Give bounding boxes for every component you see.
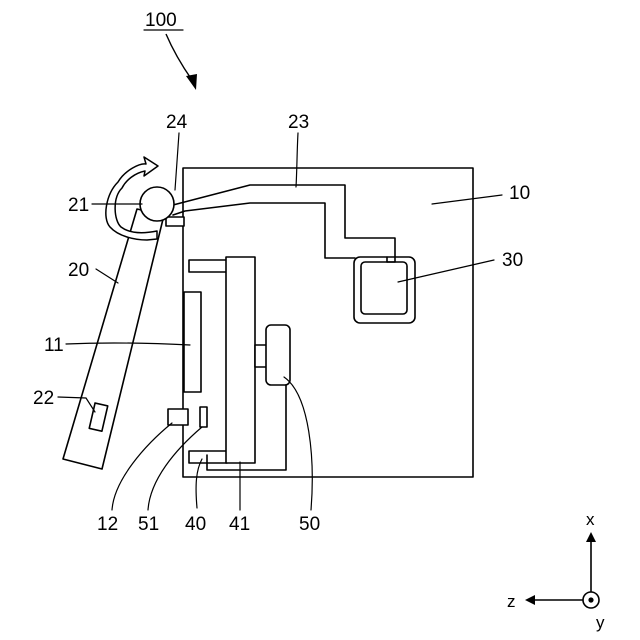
hinge-cap [166,217,184,226]
leader-12 [112,423,172,510]
leader-24 [175,133,179,190]
label-23: 23 [288,112,309,133]
label-22: 22 [33,388,54,409]
axis-label-x: x [586,510,595,529]
module-inner [361,262,407,314]
label-51: 51 [138,514,159,535]
label-11: 11 [44,335,64,356]
tab-top [189,260,227,272]
label-30: 30 [502,250,523,271]
y-axis-dot [588,597,593,602]
cover [63,209,164,469]
label-40: 40 [185,514,206,535]
label-50: 50 [299,514,320,535]
label-24: 24 [166,112,188,133]
axis-label-y: y [596,613,605,632]
figure-number: 100 [145,10,177,31]
hinge [140,187,174,221]
tab-bottom [189,451,227,463]
label-41: 41 [229,514,250,535]
side-component [184,292,201,392]
board [226,257,255,463]
figure-arrowhead [186,74,197,90]
part-51 [200,407,207,427]
label-12: 12 [97,514,118,535]
figure-arrow [166,34,192,80]
label-21: 21 [68,195,89,216]
axis-label-z: z [507,592,516,611]
leader-20 [96,269,118,283]
sensor-12 [168,409,188,425]
component-50 [266,325,290,385]
label-10: 10 [509,183,530,204]
label-20: 20 [68,260,89,281]
